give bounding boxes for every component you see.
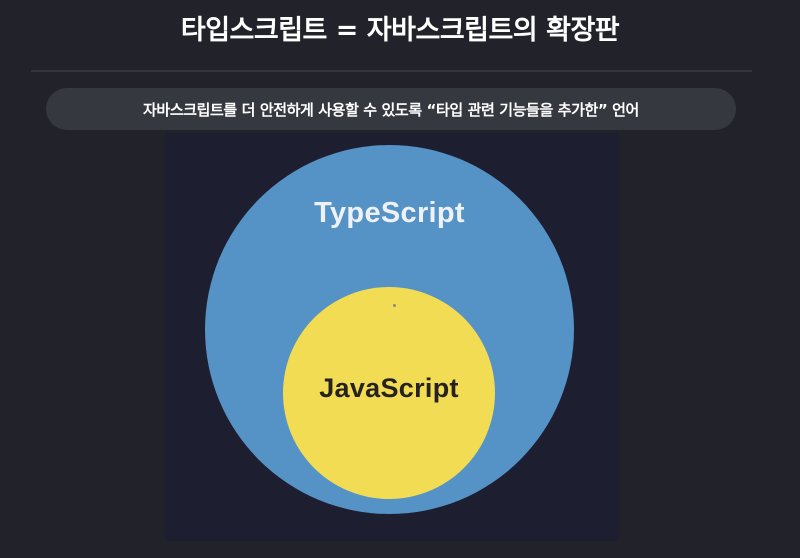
javascript-label: JavaScript: [319, 373, 459, 403]
cursor-dot: [393, 304, 396, 307]
title-divider: [31, 70, 752, 72]
subtitle-banner: 자바스크립트를 더 안전하게 사용할 수 있도록 “타입 관련 기능들을 추가한…: [46, 88, 736, 130]
subtitle-text: 자바스크립트를 더 안전하게 사용할 수 있도록 “타입 관련 기능들을 추가한…: [143, 100, 639, 119]
javascript-circle: JavaScript: [283, 287, 495, 499]
typescript-label: TypeScript: [314, 197, 465, 229]
page-title: 타입스크립트 = 자바스크립트의 확장판: [180, 15, 620, 46]
venn-diagram-panel: TypeScript JavaScript: [165, 133, 619, 541]
